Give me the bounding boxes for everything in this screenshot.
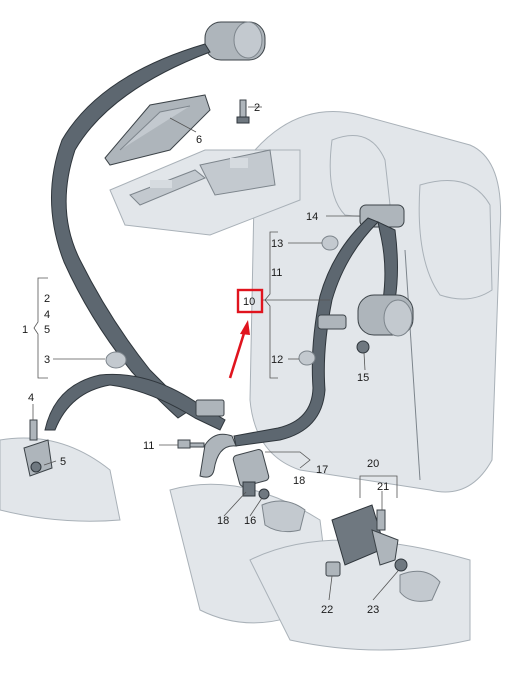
upper-retractor	[204, 21, 266, 61]
headrest-right	[418, 180, 493, 300]
label-4: 4	[28, 392, 34, 404]
label-left-group-1: 4	[44, 309, 50, 321]
center-belt-webbing	[233, 217, 379, 447]
cap-3-icon	[105, 351, 127, 369]
buckle-tongue-left	[195, 399, 225, 417]
buckle-assembly-20	[325, 504, 441, 602]
label-right-group-11: 11	[271, 267, 282, 279]
bolt-11-icon	[177, 439, 205, 449]
label-2: 2	[254, 102, 260, 114]
left-belt-lower	[44, 373, 226, 431]
nut-23-icon	[394, 558, 408, 572]
label-1: 1	[22, 324, 28, 336]
label-17: 17	[316, 464, 328, 476]
label-6: 6	[196, 134, 202, 146]
lower-anchor-left	[23, 419, 53, 477]
floor-trim-23	[399, 570, 441, 602]
label-right-group-13: 13	[271, 238, 283, 250]
nut-15-icon	[356, 340, 370, 354]
floor-trim-18	[261, 500, 306, 533]
label-22: 22	[321, 604, 333, 616]
label-left-group-2: 5	[44, 324, 50, 336]
center-tongue-icon	[317, 314, 347, 330]
highlight-arrow	[228, 320, 250, 379]
label-23: 23	[367, 604, 379, 616]
label-10: 10	[243, 296, 255, 308]
label-20: 20	[367, 458, 379, 470]
label-11-lower: 11	[143, 440, 154, 452]
label-left-group-0: 2	[44, 293, 50, 305]
buckle-assembly-17	[177, 433, 306, 533]
center-belt-assembly	[233, 204, 414, 447]
bolt-21-icon	[376, 509, 386, 531]
label-18-right: 18	[293, 475, 305, 487]
bolt-4-icon	[29, 419, 38, 441]
label-right-group-12: 12	[271, 354, 283, 366]
cap-13-icon	[321, 235, 339, 251]
label-15: 15	[357, 372, 369, 384]
highlight-box	[236, 288, 264, 314]
label-18: 18	[217, 515, 229, 527]
mounting-plate	[109, 149, 301, 236]
left-belt-webbing	[51, 43, 211, 419]
label-14: 14	[306, 211, 318, 223]
callout-labels: 2 6 14 2 4 5 1 3 4 5 13 11 10 12 15 11 1…	[22, 102, 389, 616]
bolt-2-icon	[236, 99, 250, 124]
label-16: 16	[244, 515, 256, 527]
cap-12-icon	[298, 350, 316, 366]
anchor-nut-icon	[30, 461, 42, 473]
label-3: 3	[44, 354, 50, 366]
label-5: 5	[60, 456, 66, 468]
leader-lines	[32, 106, 399, 601]
nut-16-icon	[258, 488, 270, 500]
label-21: 21	[377, 481, 389, 493]
trim-cover	[104, 94, 211, 166]
bolt-22-icon	[325, 561, 341, 577]
